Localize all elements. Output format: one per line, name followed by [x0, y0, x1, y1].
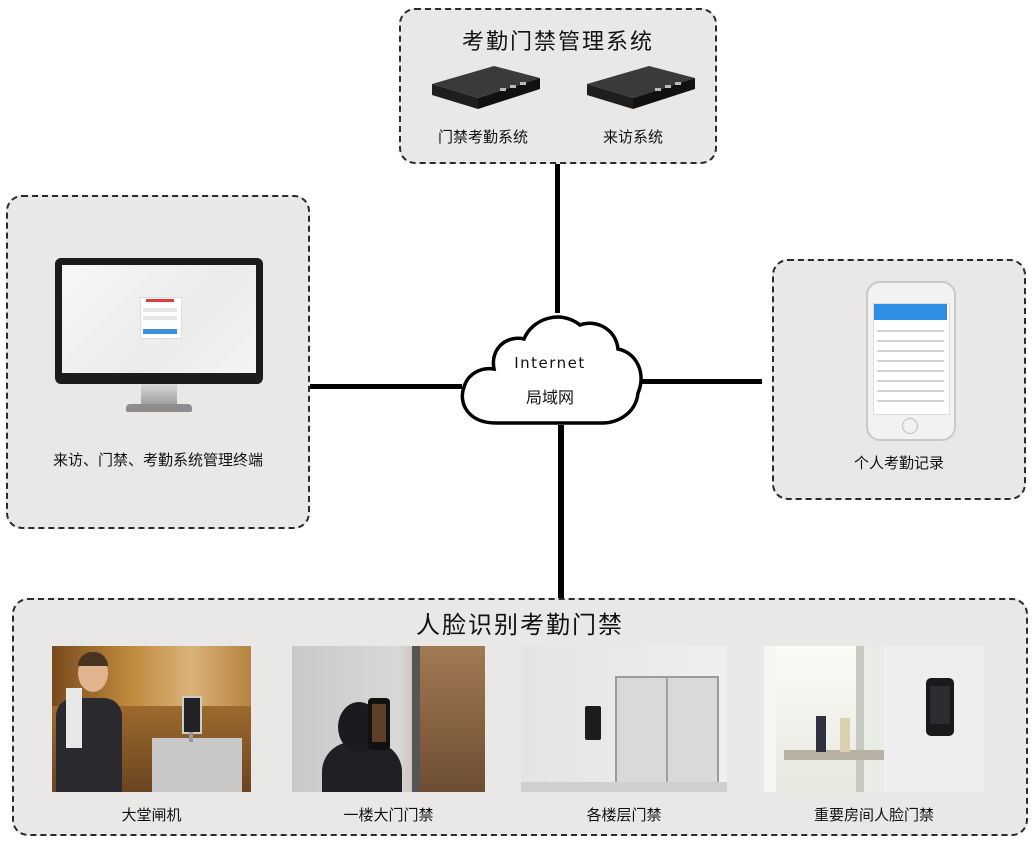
connector-right: [640, 379, 762, 384]
cloud-icon: [460, 315, 643, 425]
face-recognition-title: 人脸识别考勤门禁: [416, 611, 624, 639]
connector-left: [310, 384, 462, 389]
lobby-turnstile-caption: 大堂闸机: [121, 806, 182, 824]
main-door-caption: 一楼大门门禁: [343, 806, 434, 824]
main-door-photo: [292, 646, 485, 792]
internet-label: Internet: [514, 354, 586, 372]
access-attendance-system-label: 门禁考勤系统: [437, 128, 528, 146]
lobby-turnstile-photo: [52, 646, 251, 792]
floor-door-caption: 各楼层门禁: [586, 806, 662, 824]
management-system-title: 考勤门禁管理系统: [461, 30, 654, 55]
server-icon: [587, 66, 695, 109]
visitor-system-label: 来访系统: [602, 128, 663, 146]
connector-top: [555, 163, 560, 313]
important-room-caption: 重要房间人脸门禁: [813, 806, 934, 824]
important-room-photo: [764, 646, 984, 792]
personal-attendance-label: 个人考勤记录: [853, 454, 944, 472]
lan-label: 局域网: [525, 388, 574, 407]
management-terminal-label: 来访、门禁、考勤系统管理终端: [52, 451, 263, 469]
floor-door-photo: [521, 646, 727, 792]
connector-bottom: [558, 425, 564, 599]
server-icon: [432, 66, 540, 109]
